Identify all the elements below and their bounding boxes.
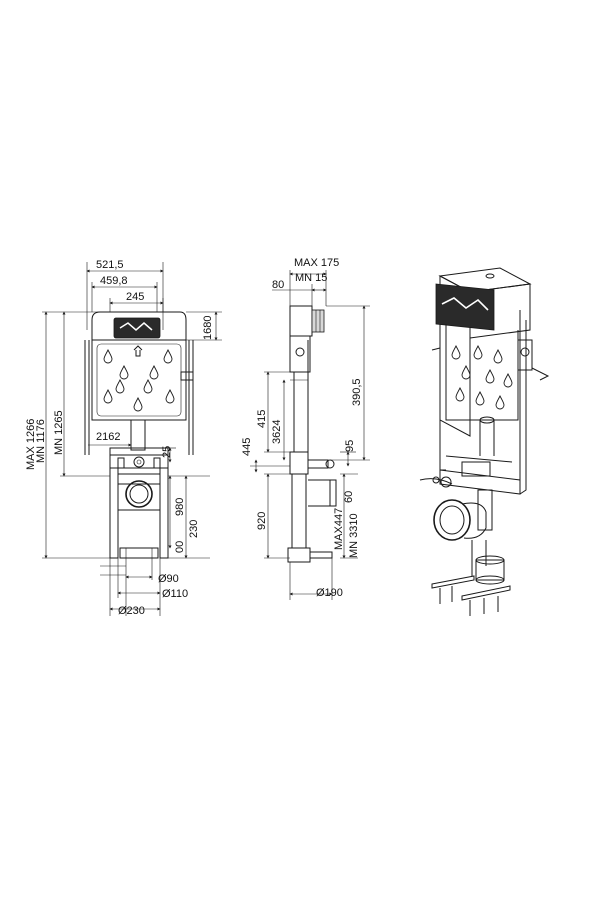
- dim-max447: MAX447: [333, 508, 345, 550]
- dim-d230: Ø230: [118, 605, 145, 617]
- perspective-view: [419, 267, 550, 616]
- dim-min-height: MN 1176: [35, 419, 47, 463]
- dim-3624: 3624: [271, 420, 283, 444]
- dim-panel-height: 1680: [202, 316, 214, 340]
- dim-frame-height: MN 1265: [53, 410, 65, 455]
- cistern-side: [289, 305, 313, 337]
- side-view: MAX 175 MN 15 80 390,5 415 3624 445 95 9…: [241, 257, 370, 600]
- dim-80: 80: [272, 279, 284, 291]
- dim-max-height: MAX 1266: [25, 419, 37, 470]
- dim-95: 95: [344, 440, 356, 452]
- waste-pipe-side: [308, 479, 331, 507]
- dim-980: 980: [174, 498, 186, 516]
- front-view: 521,5 459,8 245 1680 MAX 1266 MN 1176 MN…: [25, 259, 222, 617]
- waste-pipe-3d: [433, 499, 471, 541]
- waste-pipe-front: [125, 480, 153, 508]
- flush-plate: [113, 317, 161, 339]
- dim-2162: 2162: [96, 431, 120, 443]
- dim-frame-width: 459,8: [100, 275, 128, 287]
- dim-panel-width: 245: [126, 291, 144, 303]
- dim-d190: Ø190: [316, 587, 343, 599]
- dim-mn3310: MN 3310: [348, 513, 360, 558]
- dim-max175: MAX 175: [294, 257, 339, 269]
- dim-d110: Ø110: [162, 588, 188, 600]
- dim-920: 920: [256, 512, 268, 530]
- dim-230: 230: [188, 520, 200, 538]
- dim-415: 415: [256, 410, 268, 428]
- dim-mn15: MN 15: [295, 272, 327, 284]
- arrow-up-icon: [133, 345, 143, 357]
- dim-00: 00: [174, 541, 186, 553]
- water-drop-icons: [103, 349, 175, 412]
- water-drop-icons-3d: [451, 345, 513, 410]
- dim-390: 390,5: [351, 378, 363, 406]
- dim-d90: Ø90: [158, 573, 179, 585]
- dim-60: 60: [343, 491, 355, 503]
- cistern-body: [91, 339, 187, 421]
- dim-445: 445: [241, 438, 253, 456]
- side-bracket: [180, 371, 194, 381]
- dim-total-width: 521,5: [96, 259, 124, 271]
- dim-25: 25: [161, 446, 173, 458]
